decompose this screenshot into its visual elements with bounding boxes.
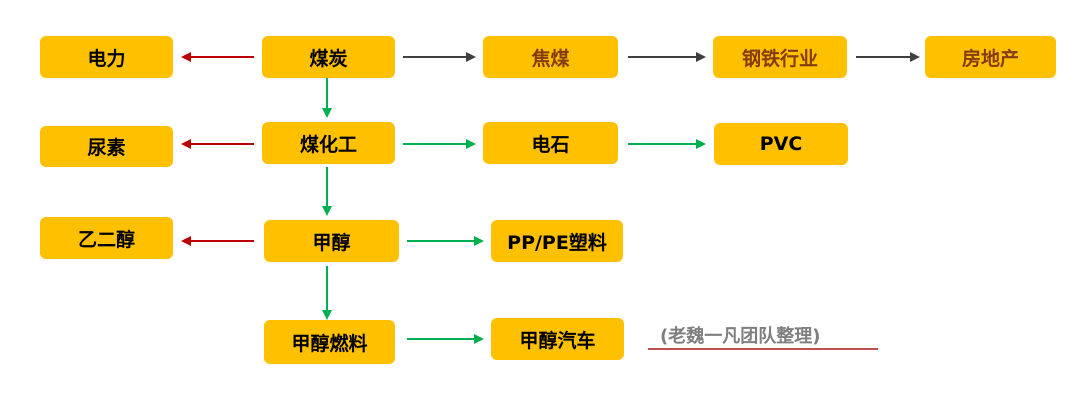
node-gangtie: 钢铁行业 [713,36,847,78]
node-ppsuliao: PP/PE塑料 [491,220,623,262]
node-jiaomei: 焦煤 [483,36,618,78]
node-dianli: 电力 [40,36,173,78]
source-caption: (老魏一凡团队整理) [660,326,821,347]
node-dianshi: 电石 [483,122,618,164]
node-niaosu: 尿素 [40,126,173,167]
node-jiachun: 甲醇 [264,220,399,262]
node-fangdichan: 房地产 [925,36,1056,78]
node-meitan: 煤炭 [262,36,395,78]
node-yierchun: 乙二醇 [40,217,173,259]
node-pvc: PVC [714,123,848,165]
node-meihuagong: 煤化工 [262,122,395,164]
node-jiachunqiche: 甲醇汽车 [491,318,624,360]
caption-underline [648,348,878,350]
node-jiachunranliao: 甲醇燃料 [264,320,395,364]
